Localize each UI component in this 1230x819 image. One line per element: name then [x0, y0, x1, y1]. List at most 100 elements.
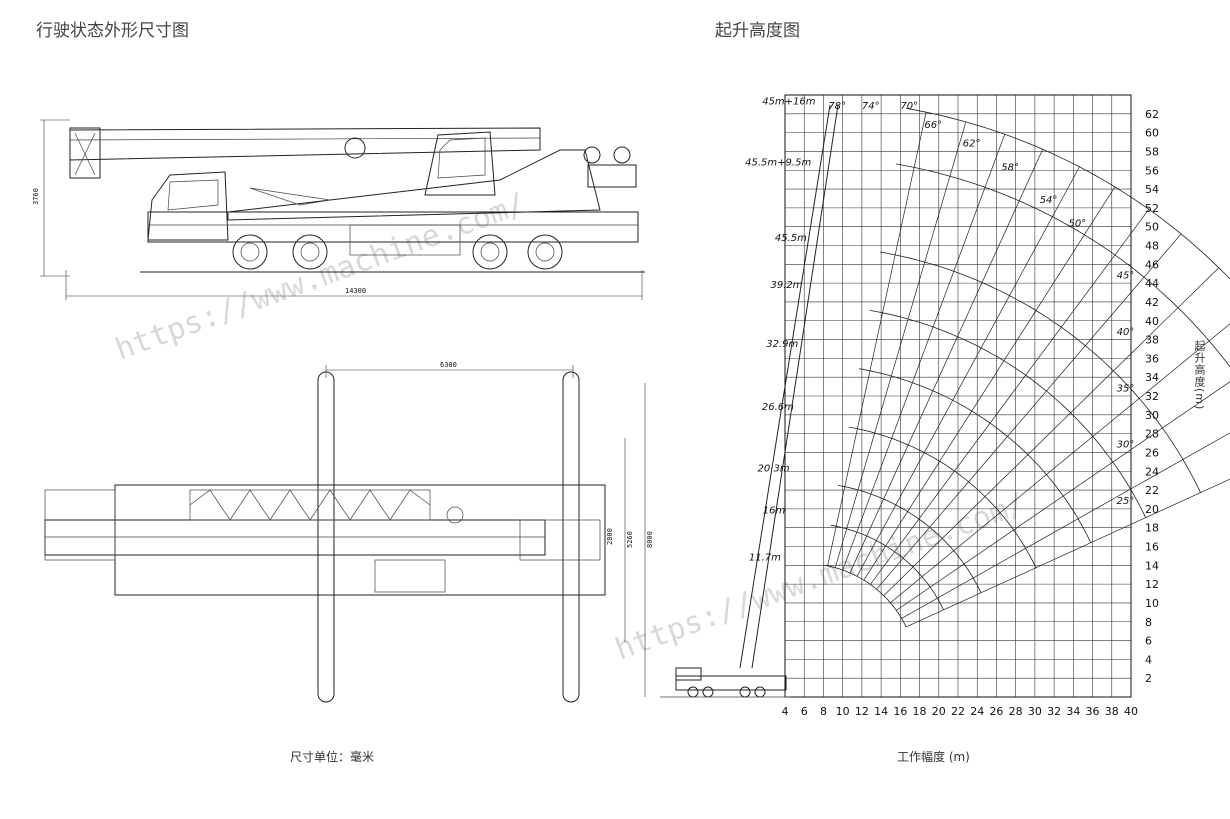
left-caption: 尺寸单位：毫米: [290, 750, 375, 764]
boom-length-label: 26.6m: [762, 402, 794, 413]
plot-frame: [784, 94, 1132, 698]
angle-label: 54°: [1040, 195, 1058, 206]
angle-label: 66°: [924, 120, 942, 131]
dim-width-b: 5260: [626, 531, 634, 548]
x-tick: 22: [951, 705, 965, 718]
y-axis-label: 起升高度(m): [1193, 340, 1206, 411]
x-tick: 40: [1124, 705, 1138, 718]
angle-label: 25°: [1117, 496, 1135, 507]
boom-length-label: 16m: [763, 506, 786, 517]
side-wheels: [232, 234, 563, 270]
x-tick: 38: [1105, 705, 1119, 718]
angle-label: 35°: [1117, 383, 1135, 394]
y-tick: 22: [1145, 484, 1159, 497]
x-tick: 28: [1009, 705, 1023, 718]
angle-ray: [896, 381, 1230, 611]
x-tick: 6: [801, 705, 808, 718]
y-tick: 32: [1145, 390, 1159, 403]
y-tick: 4: [1145, 653, 1152, 666]
y-tick: 16: [1145, 541, 1159, 554]
y-tick: 52: [1145, 202, 1159, 215]
boom-labels: 11.7m16m20.3m26.6m32.9m39.2m45.5m45.5m+9…: [745, 96, 816, 563]
angle-ray: [834, 121, 967, 568]
y-tick-labels: 2468101214161820222426283032343638404244…: [1145, 108, 1159, 685]
dim-length: 14300: [345, 287, 366, 295]
angle-ray: [827, 112, 927, 566]
angle-rays: [827, 112, 1230, 628]
x-tick: 20: [932, 705, 946, 718]
angle-ray: [870, 209, 1150, 585]
angle-label: 45°: [1117, 270, 1135, 281]
boom-arc: [838, 485, 982, 593]
y-tick: 2: [1145, 672, 1152, 685]
dim-height: 3760: [32, 188, 40, 205]
y-tick: 26: [1145, 446, 1159, 459]
boom-arc: [880, 251, 1201, 493]
angle-ray: [890, 323, 1230, 604]
boom-arc: [823, 564, 907, 628]
angle-ray: [901, 432, 1230, 619]
dim-outrigger-span: 6300: [440, 361, 457, 369]
angle-labels: 78°74°70°66°62°58°54°50°45°40°35°30°25°: [828, 101, 1134, 507]
y-tick: 46: [1145, 258, 1159, 271]
y-tick: 56: [1145, 164, 1159, 177]
angle-label: 74°: [862, 101, 880, 112]
y-tick: 6: [1145, 635, 1152, 648]
y-tick: 10: [1145, 597, 1159, 610]
x-tick: 34: [1066, 705, 1080, 718]
crane-silhouette: [660, 104, 839, 698]
boom-arc: [830, 524, 944, 611]
y-tick: 62: [1145, 108, 1159, 121]
top-view: 6300 2800 5260 8000: [44, 361, 654, 703]
boom-length-label: 39.2m: [771, 280, 803, 291]
y-tick: 36: [1145, 352, 1159, 365]
x-tick: 30: [1028, 705, 1042, 718]
boom-length-label: 32.9m: [766, 339, 798, 350]
y-tick: 38: [1145, 334, 1159, 347]
left-title: 行驶状态外形尺寸图: [36, 21, 189, 41]
boom-length-label: 45.5m+9.5m: [745, 158, 811, 169]
angle-label: 78°: [828, 101, 846, 112]
angle-label: 30°: [1117, 440, 1135, 451]
x-tick: 4: [782, 705, 789, 718]
angle-label: 58°: [1001, 162, 1019, 173]
x-tick: 14: [874, 705, 888, 718]
angle-ray: [856, 166, 1080, 577]
angle-ray: [883, 267, 1220, 596]
dim-width-c: 8000: [646, 531, 654, 548]
y-tick: 14: [1145, 559, 1159, 572]
y-tick: 42: [1145, 296, 1159, 309]
dim-width-a: 2800: [606, 528, 614, 545]
x-tick: 8: [820, 705, 827, 718]
boom-arc: [869, 310, 1147, 518]
boom-arc: [848, 426, 1037, 568]
x-tick: 18: [913, 705, 927, 718]
side-view: 3760 14300: [32, 119, 645, 300]
boom-arc: [859, 368, 1092, 543]
angle-ray: [849, 149, 1044, 574]
x-tick: 26: [989, 705, 1003, 718]
x-tick: 10: [836, 705, 850, 718]
x-tick: 16: [893, 705, 907, 718]
y-tick: 20: [1145, 503, 1159, 516]
right-title: 起升高度图: [715, 21, 800, 41]
y-tick: 54: [1145, 183, 1159, 196]
angle-ray: [876, 233, 1182, 590]
y-tick: 18: [1145, 522, 1159, 535]
y-tick: 24: [1145, 465, 1159, 478]
angle-ray: [905, 478, 1230, 628]
y-tick: 60: [1145, 127, 1159, 140]
y-tick: 48: [1145, 240, 1159, 253]
y-tick: 40: [1145, 315, 1159, 328]
right-caption: 工作幅度 (m): [897, 750, 970, 764]
y-tick: 50: [1145, 221, 1159, 234]
y-tick: 58: [1145, 145, 1159, 158]
angle-ray: [863, 186, 1116, 581]
y-tick: 34: [1145, 371, 1159, 384]
angle-label: 50°: [1069, 219, 1087, 230]
chart-grid: [784, 94, 1132, 698]
angle-label: 62°: [963, 139, 981, 150]
